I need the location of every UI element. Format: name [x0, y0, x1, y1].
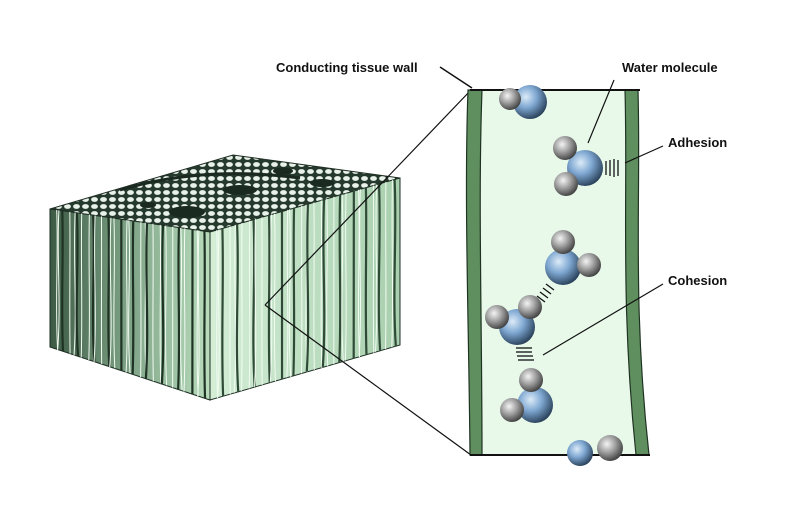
cohesion-leader [542, 283, 664, 356]
wood-fiber [80, 213, 83, 358]
wood-fiber [338, 194, 342, 363]
wood-fiber [107, 217, 111, 367]
wood-fiber [221, 228, 225, 397]
vessel-pore [273, 167, 293, 175]
wood-fiber [217, 229, 220, 398]
wood-fiber [344, 193, 347, 361]
wood-fiber [326, 198, 329, 367]
wood-fiber [364, 187, 368, 355]
wood-fiber [75, 212, 80, 356]
wall-leader [439, 66, 473, 89]
wood-fiber [131, 220, 135, 375]
wood-fiber [254, 219, 257, 387]
wood-fiber [73, 212, 76, 356]
wood-fiber [125, 220, 128, 373]
wood-fiber [292, 208, 296, 376]
wood-fiber [216, 230, 219, 399]
wood-block [49, 154, 401, 401]
cohesion-bond [516, 347, 534, 361]
wood-fiber [88, 214, 90, 361]
wood-fiber [252, 219, 256, 388]
wood-fiber [91, 215, 96, 362]
wood-fiber [358, 189, 362, 357]
grain-line [119, 172, 301, 192]
water-leader [587, 79, 615, 144]
wood-fiber [241, 222, 243, 391]
wood-fiber [197, 230, 200, 397]
label-conducting-tissue-wall: Conducting tissue wall [276, 60, 418, 75]
tube-wall-left [465, 89, 483, 456]
wood-fiber [288, 209, 292, 377]
vessel-pore [169, 206, 205, 218]
wood-fiber [109, 217, 112, 368]
wood-fiber [233, 224, 237, 393]
block-side-face [209, 177, 401, 401]
wood-fiber [320, 200, 323, 368]
label-cohesion: Cohesion [668, 273, 728, 288]
wood-fiber [93, 215, 96, 362]
vessel-pore [140, 202, 156, 208]
wood-fiber [128, 220, 131, 374]
water-molecule [553, 136, 603, 196]
wood-fiber [377, 183, 382, 352]
water-molecule [567, 435, 623, 466]
wood-fiber [57, 210, 60, 350]
wood-fiber [235, 224, 240, 393]
cohesion-bond [536, 283, 555, 303]
wood-fiber [305, 204, 310, 372]
wood-fiber [203, 231, 207, 399]
zoom-line-top [264, 89, 472, 306]
wood-fiber [357, 189, 361, 358]
water-molecule [500, 368, 553, 423]
wood-fiber [393, 179, 397, 347]
wood-fiber [248, 220, 251, 389]
label-water-molecule: Water molecule [622, 60, 718, 75]
water-molecule [499, 85, 547, 119]
wood-fiber [267, 215, 271, 383]
wood-fiber [180, 227, 183, 391]
wood-fiber [196, 230, 199, 396]
wood-fiber [321, 199, 326, 368]
wood-fiber [391, 180, 394, 348]
wood-fiber [160, 225, 165, 385]
wood-fiber [183, 228, 186, 392]
wood-fiber [177, 227, 181, 390]
vessel-pore [223, 185, 257, 195]
vessel-pore [310, 179, 334, 187]
adhesion-leader [624, 145, 664, 164]
front-fibers [56, 209, 207, 399]
adhesion-bond [605, 159, 619, 177]
wood-fiber [273, 213, 276, 382]
wood-fiber [56, 209, 59, 350]
wood-fiber [113, 218, 116, 369]
wood-fiber [61, 210, 65, 352]
wood-fiber [144, 222, 149, 380]
wood-fiber [374, 184, 378, 352]
wood-fiber [159, 224, 162, 384]
label-adhesion: Adhesion [668, 135, 728, 150]
side-fibers [216, 179, 397, 399]
wood-fiber [286, 209, 289, 378]
wood-fiber [164, 225, 168, 386]
water-molecule [545, 230, 601, 285]
water-molecule [485, 295, 542, 345]
zoom-line-bottom [264, 304, 472, 456]
wood-fiber [341, 194, 344, 362]
